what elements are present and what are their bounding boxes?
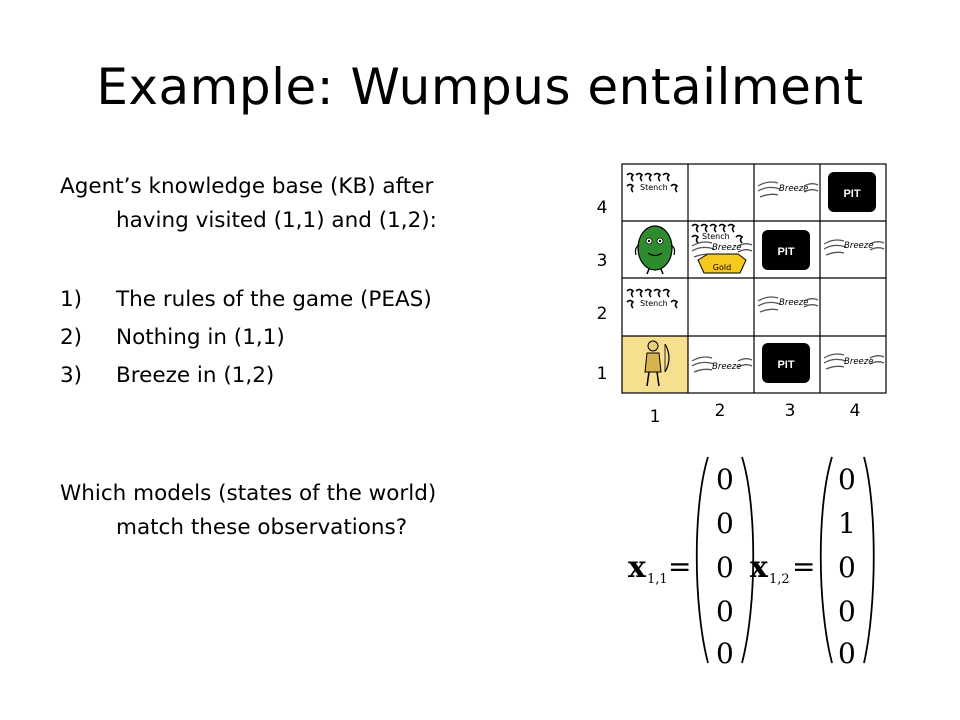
question-line-1: Which models (states of the world) (60, 481, 437, 506)
row-label: 4 (597, 198, 608, 218)
right-paren (863, 456, 875, 664)
matrix-subscript: 1,1 (647, 572, 668, 587)
breeze-label: Breeze (712, 362, 741, 372)
slide-title: Example: Wumpus entailment (96, 58, 864, 116)
stench-label: Stench (702, 232, 730, 241)
pit-marker: PIT (762, 343, 810, 383)
wumpus-world-grid: 4 3 2 1 1 2 3 4 Stench Breeze PIT Stench… (597, 163, 887, 427)
list-item-text: Breeze in (1,2) (116, 363, 275, 388)
right-paren (741, 456, 755, 664)
equals-sign: = (668, 550, 691, 583)
breeze-marker: Breeze (823, 353, 885, 370)
matrix-variable: x (628, 550, 647, 585)
pit-marker: PIT (828, 172, 876, 212)
breeze-marker: Breeze (757, 181, 819, 198)
breeze-marker: Breeze (691, 356, 753, 373)
stench-label: Stench (640, 299, 668, 308)
pit-label: PIT (777, 359, 794, 371)
breeze-marker: Breeze (823, 239, 885, 256)
breeze-marker: Breeze (757, 296, 819, 313)
breeze-label: Breeze (779, 184, 808, 194)
row-label: 1 (597, 364, 608, 384)
matrix-subscript: 1,2 (769, 572, 790, 587)
col-label: 3 (785, 401, 796, 421)
breeze-label: Breeze (779, 298, 808, 308)
stench-marker: Stench (691, 223, 743, 244)
breeze-label: Breeze (844, 357, 873, 367)
matrix-value: 1 (838, 507, 856, 540)
pit-marker: PIT (762, 230, 810, 270)
pit-icon (762, 343, 810, 383)
breeze-marker: Breeze (691, 241, 753, 258)
breeze-label: Breeze (712, 243, 741, 253)
row-label: 3 (597, 251, 608, 271)
left-paren (819, 456, 833, 664)
matrix-x12: x 1,2 = 0 1 0 0 0 (750, 456, 875, 670)
grid-lines (621, 163, 887, 394)
list-item-number: 2) (60, 325, 83, 350)
matrix-variable: x (750, 550, 769, 585)
col-label: 4 (850, 401, 861, 421)
left-paren (695, 456, 709, 664)
pit-icon (762, 230, 810, 270)
matrix-value: 0 (716, 507, 734, 540)
question-text: Which models (states of the world) match… (60, 477, 540, 545)
pit-label: PIT (843, 188, 860, 200)
list-item-number: 1) (60, 287, 83, 312)
intro-text: Agent’s knowledge base (KB) after having… (60, 170, 540, 238)
breeze-label: Breeze (844, 241, 873, 251)
intro-line-1: Agent’s knowledge base (KB) after (60, 174, 434, 199)
matrix-value: 0 (716, 551, 734, 584)
matrix-value: 0 (838, 463, 856, 496)
list-item-number: 3) (60, 363, 83, 388)
stench-marker: Stench (626, 172, 678, 193)
matrix-value: 0 (716, 637, 734, 670)
list-item: 3) Breeze in (1,2) (60, 359, 274, 393)
equals-sign: = (792, 550, 815, 583)
agent-icon (644, 340, 670, 387)
list-item-text: The rules of the game (PEAS) (116, 287, 432, 312)
pit-icon (828, 172, 876, 212)
matrix-value: 0 (716, 463, 734, 496)
matrix-value: 0 (838, 637, 856, 670)
col-label: 2 (715, 401, 726, 421)
question-line-2: match these observations? (116, 515, 408, 540)
row-label: 2 (597, 304, 608, 324)
model-vectors: x 1,1 = 0 0 0 0 0 x 1,2 = 0 1 0 0 0 (628, 456, 875, 670)
matrix-value: 0 (716, 595, 734, 628)
matrix-x11: x 1,1 = 0 0 0 0 0 (628, 456, 755, 670)
intro-line-2: having visited (1,1) and (1,2): (116, 208, 437, 233)
list-item: 2) Nothing in (1,1) (60, 321, 285, 355)
matrix-value: 0 (838, 551, 856, 584)
wumpus-icon (634, 225, 676, 275)
stench-marker: Stench (626, 288, 678, 309)
pit-label: PIT (777, 246, 794, 258)
matrix-value: 0 (838, 595, 856, 628)
col-label: 1 (650, 407, 661, 427)
list-item: 1) The rules of the game (PEAS) (60, 283, 432, 317)
gold-label: Gold (713, 263, 731, 272)
list-item-text: Nothing in (1,1) (116, 325, 285, 350)
gold-icon: Gold (697, 253, 747, 274)
stench-label: Stench (640, 183, 668, 192)
